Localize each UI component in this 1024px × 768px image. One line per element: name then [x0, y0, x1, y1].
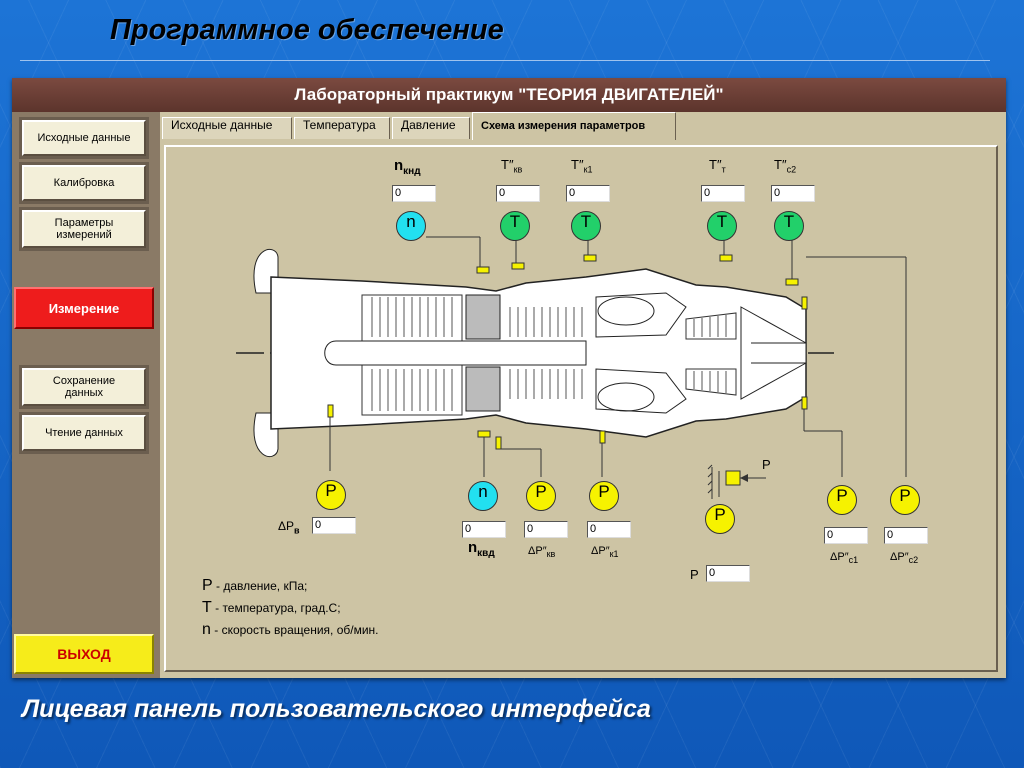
save-data-button[interactable]: Сохранение данных	[22, 368, 146, 406]
title-divider	[20, 60, 990, 61]
label-dp-c1: ΔP″с1	[830, 551, 859, 566]
n-knd-field[interactable]: 0	[392, 185, 436, 202]
sensor-n-knd: n	[396, 211, 426, 241]
tab-temperature[interactable]: Температура	[294, 117, 390, 139]
exit-button[interactable]: ВЫХОД	[14, 634, 154, 674]
dp-k1-field[interactable]: 0	[587, 521, 631, 538]
sensor-p-c2: P	[890, 485, 920, 515]
calibration-button[interactable]: Калибровка	[22, 165, 146, 201]
label-dp-k1: ΔP″к1	[591, 545, 619, 560]
sensor-p-kv: P	[526, 481, 556, 511]
tab-measurement-scheme[interactable]: Схема измерения параметров	[472, 112, 676, 140]
sensor-t-k1: T	[571, 211, 601, 241]
scheme-panel: nкнд T″кв T″к1 T″т T″с2 0 0 0 0 0 n T T …	[164, 145, 998, 672]
label-t-kv: T″кв	[501, 157, 523, 175]
dp-c1-field[interactable]: 0	[824, 527, 868, 544]
label-t-c2: T″с2	[774, 157, 797, 175]
sensor-t-kv: T	[500, 211, 530, 241]
label-p: P	[690, 567, 699, 582]
legend-speed: n - скорость вращения, об/мин.	[202, 621, 379, 638]
legend-temperature: T - температура, град.С;	[202, 599, 341, 616]
t-kv-field[interactable]: 0	[496, 185, 540, 202]
tab-pressure[interactable]: Давление	[392, 117, 470, 139]
legend-pressure: P - давление, кПа;	[202, 577, 308, 594]
read-data-button[interactable]: Чтение данных	[22, 415, 146, 451]
measurement-params-button[interactable]: Параметры измерений	[22, 210, 146, 248]
p-field[interactable]: 0	[706, 565, 750, 582]
slide-footer: Лицевая панель пользовательского интерфе…	[22, 695, 651, 723]
t-k1-field[interactable]: 0	[566, 185, 610, 202]
label-dp-c2: ΔP″с2	[890, 551, 919, 566]
sensor-t-t: T	[707, 211, 737, 241]
sensor-n-kvd: n	[468, 481, 498, 511]
dp-c2-field[interactable]: 0	[884, 527, 928, 544]
label-t-k1: T″к1	[571, 157, 593, 175]
sensor-p-c1: P	[827, 485, 857, 515]
sidebar: Исходные данные Калибровка Параметры изм…	[12, 112, 158, 678]
sensor-p-k1: P	[589, 481, 619, 511]
label-t-t: T″т	[709, 157, 726, 175]
engine-scheme-diagram	[236, 236, 907, 499]
n-kvd-field[interactable]: 0	[462, 521, 506, 538]
tab-initial-data[interactable]: Исходные данные	[162, 117, 292, 139]
label-n-kvd: nквд	[468, 539, 495, 559]
sensor-t-c2: T	[774, 211, 804, 241]
dp-kv-field[interactable]: 0	[524, 521, 568, 538]
label-n-knd: nкнд	[394, 157, 421, 177]
sensor-p-v: P	[316, 480, 346, 510]
content-area: Исходные данные Температура Давление Схе…	[160, 112, 1006, 678]
sensor-p: P	[705, 504, 735, 534]
window-title: Лабораторный практикум "ТЕОРИЯ ДВИГАТЕЛЕ…	[12, 78, 1006, 112]
label-p-arrow: P	[762, 457, 771, 472]
t-c2-field[interactable]: 0	[771, 185, 815, 202]
slide-title: Программное обеспечение	[110, 14, 504, 46]
label-dp-v: ΔPв	[278, 519, 300, 536]
measurement-button[interactable]: Измерение	[14, 287, 154, 329]
dp-v-field[interactable]: 0	[312, 517, 356, 534]
app-window: Лабораторный практикум "ТЕОРИЯ ДВИГАТЕЛЕ…	[12, 78, 1006, 678]
t-t-field[interactable]: 0	[701, 185, 745, 202]
label-dp-kv: ΔP″кв	[528, 545, 556, 560]
initial-data-button[interactable]: Исходные данные	[22, 120, 146, 156]
